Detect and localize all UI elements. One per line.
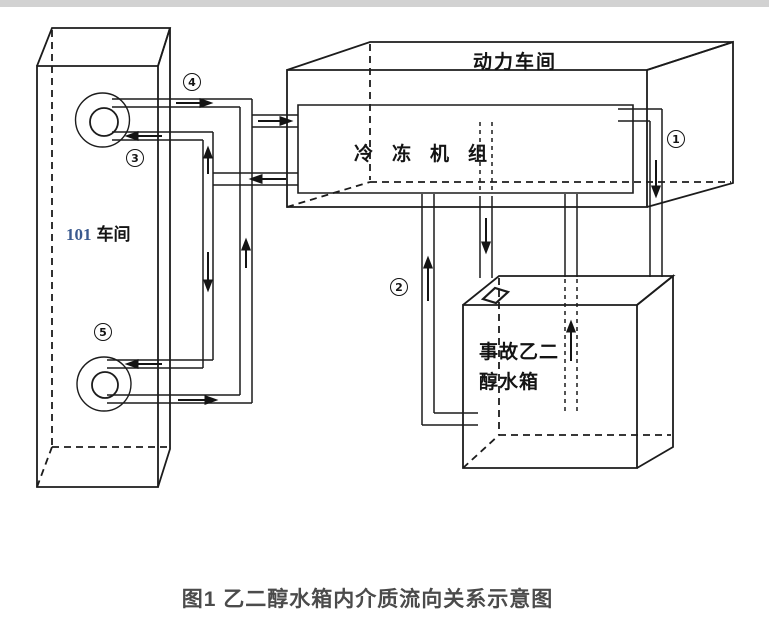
power-workshop-hidden-corner-edge	[286, 181, 371, 208]
workshop-101-number: 101	[66, 225, 92, 244]
flow-marker-3: 3	[126, 149, 144, 167]
workshop-101-top-face	[36, 27, 172, 67]
flow-marker-4: 4	[183, 73, 201, 91]
arrow-right-bottom-coil-out	[178, 394, 219, 406]
power-workshop-right-face	[646, 40, 734, 208]
flow-marker-5: 5	[94, 323, 112, 341]
glycol-tank-right-face	[636, 274, 674, 469]
arrow-down-into-tank-opening	[480, 218, 492, 255]
bottom-coil-inner-ring	[91, 371, 119, 399]
arrow-up-tank-internal	[565, 319, 577, 361]
pipe-top-coil-to-chiller	[112, 98, 298, 128]
arrow-up-riser-return	[240, 237, 252, 268]
pipe-chiller-to-tank-opening	[479, 122, 493, 278]
top-coil-inner-ring	[89, 107, 119, 137]
arrow-up-pipe-2	[422, 255, 434, 301]
power-workshop-label: 动力车间	[473, 52, 558, 73]
top-border-strip	[0, 0, 769, 7]
arrow-down-pipe-1	[650, 160, 662, 199]
riser-return-pipe	[239, 99, 253, 403]
flow-arrows	[124, 97, 662, 406]
workshop-101-right-face	[157, 27, 171, 488]
arrow-left-into-top-coil	[124, 130, 162, 142]
pipe-tank-internal-suction	[564, 194, 578, 415]
flow-marker-2: 2	[390, 278, 408, 296]
glycol-tank-hidden-corner-edge	[462, 434, 500, 469]
top-coil-outer-ring	[74, 92, 131, 148]
glycol-tank-label-line2: 醇水箱	[479, 372, 540, 393]
pipe-1-chiller-to-tank	[618, 108, 663, 277]
pipe-to-bottom-coil	[107, 359, 213, 369]
bottom-coil-outer-ring	[76, 356, 132, 412]
bottom-coil	[76, 356, 132, 412]
flow-diagram	[36, 27, 734, 488]
workshop-101-front-face	[36, 65, 159, 488]
power-workshop-box	[286, 40, 734, 208]
workshop-101-hidden-corner-edge	[36, 446, 53, 488]
figure-caption: 图1 乙二醇水箱内介质流向关系示意图	[181, 588, 554, 611]
arrow-down-riser-supply	[202, 252, 214, 293]
pipe-chiller-to-top-coil	[112, 131, 298, 186]
tank-top-opening	[480, 286, 511, 305]
glycol-tank-label: 事故乙二 醇水箱	[479, 338, 559, 398]
workshop-101-box	[36, 27, 172, 488]
riser-supply-pipe	[202, 132, 214, 368]
arrow-left-chiller-out	[248, 173, 286, 185]
flow-marker-1: 1	[667, 130, 685, 148]
arrow-right-top-coil-out	[176, 97, 214, 109]
pipe-2-tank-to-chiller	[421, 194, 478, 426]
arrow-up-riser-supply	[202, 145, 214, 174]
arrow-left-into-bottom-coil	[124, 358, 162, 370]
chiller-unit-outline	[297, 104, 634, 194]
workshop-101-name: 车间	[96, 225, 131, 244]
pipe-from-bottom-coil	[107, 394, 252, 404]
top-coil	[74, 92, 131, 148]
arrow-right-into-chiller	[258, 115, 294, 127]
chiller-unit-label: 冷冻机组	[354, 144, 507, 165]
chiller-unit-box	[297, 104, 634, 194]
glycol-tank-label-line1: 事故乙二	[479, 342, 560, 363]
